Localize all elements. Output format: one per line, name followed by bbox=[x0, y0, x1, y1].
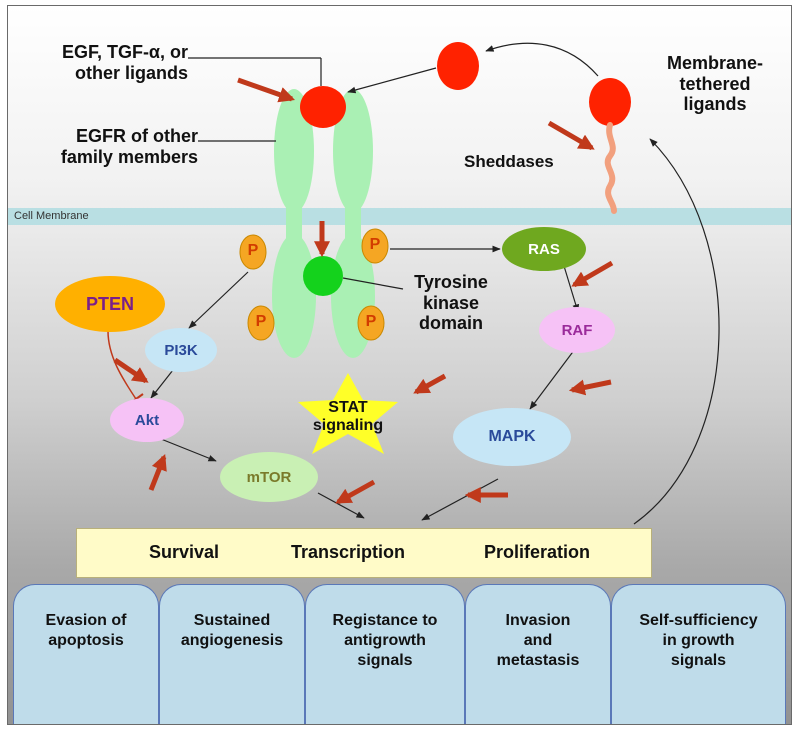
cell-membrane-label: Cell Membrane bbox=[14, 210, 89, 222]
arrow-mapk-outcome bbox=[421, 478, 499, 521]
pathway-diagram bbox=[107, 42, 720, 525]
arrow-ras-raf bbox=[563, 265, 580, 313]
arrow-free-to-bound bbox=[347, 67, 437, 94]
hallmark-label: Invasion and metastasis bbox=[496, 612, 580, 669]
sheddases-label: Sheddases bbox=[464, 152, 554, 171]
mapk-node: MAPK bbox=[453, 408, 571, 466]
outcome-transcription: Transcription bbox=[291, 542, 406, 562]
tethered-ligand bbox=[589, 78, 631, 126]
line-kinase-label bbox=[342, 277, 404, 290]
pi3k-node: PI3K bbox=[145, 328, 217, 372]
arrow-tethered-to-free bbox=[485, 42, 599, 77]
outcome-survival: Survival bbox=[149, 542, 220, 562]
hallmark-label: Registance to antigrowth signals bbox=[332, 612, 438, 669]
red-arrow-mtor bbox=[335, 479, 376, 505]
egfr-label: EGFR of other family members bbox=[60, 126, 198, 167]
arrow-receptor-pi3k bbox=[188, 271, 249, 329]
red-arrow-akt bbox=[148, 454, 167, 491]
ras-node: RAS bbox=[502, 227, 586, 271]
arrow-akt-mtor bbox=[160, 438, 217, 462]
membrane-tethered-label: Membrane- tethered ligands bbox=[666, 53, 764, 115]
raf-node: RAF bbox=[539, 307, 615, 353]
red-arrows bbox=[113, 77, 614, 505]
phospho-label-1: P bbox=[247, 242, 259, 259]
arrow-raf-mapk bbox=[529, 348, 576, 410]
hallmark-box: Invasion and metastasis bbox=[465, 584, 611, 724]
akt-node: Akt bbox=[110, 398, 184, 442]
phospho-label-3: P bbox=[255, 313, 267, 330]
ligands-label: EGF, TGF-α, or other ligands bbox=[61, 42, 188, 83]
phospho-label-2: P bbox=[369, 236, 381, 253]
red-arrow-pi3k bbox=[113, 357, 149, 384]
pten-node: PTEN bbox=[55, 276, 165, 332]
receptor-right-upper bbox=[333, 89, 373, 213]
tyrosine-kinase-circle bbox=[303, 256, 343, 296]
arrow-pi3k-akt bbox=[150, 369, 174, 399]
red-arrow-ras bbox=[571, 260, 614, 288]
arrow-feedback bbox=[633, 138, 720, 525]
stat-star bbox=[298, 373, 398, 454]
bound-ligand bbox=[300, 86, 346, 128]
hallmark-label: Sustained angiogenesis bbox=[180, 612, 284, 649]
receptor-right-stalk bbox=[345, 201, 361, 243]
receptor-left-stalk bbox=[286, 201, 302, 243]
mtor-node: mTOR bbox=[220, 452, 318, 502]
outcomes-bar: Survival Transcription Proliferation bbox=[76, 528, 652, 578]
phospho-1 bbox=[239, 234, 267, 270]
hallmark-box: Sustained angiogenesis bbox=[159, 584, 305, 724]
tether-stalk bbox=[604, 122, 617, 214]
free-ligand bbox=[437, 42, 479, 90]
hallmark-label: Self-sufficiency in growth signals bbox=[639, 612, 758, 669]
receptor-left-upper bbox=[274, 89, 314, 213]
phospho-label-4: P bbox=[365, 313, 377, 330]
diagram-frame: Cell Membrane bbox=[7, 5, 792, 725]
phospho-4 bbox=[357, 305, 385, 341]
phospho-3 bbox=[247, 305, 275, 341]
red-arrow-stat bbox=[413, 373, 447, 395]
cell-membrane: Cell Membrane bbox=[8, 208, 791, 225]
hallmark-box: Self-sufficiency in growth signals bbox=[611, 584, 786, 724]
red-arrow-mapk bbox=[568, 379, 612, 396]
outcome-proliferation: Proliferation bbox=[484, 542, 591, 562]
arrow-mtor-outcome bbox=[317, 492, 365, 519]
red-arrow-ligand bbox=[237, 77, 296, 103]
hallmark-box: Evasion of apoptosis bbox=[13, 584, 159, 724]
red-arrow-sheddase bbox=[547, 120, 595, 151]
stat-label: STAT signaling bbox=[312, 399, 384, 435]
phospho-2 bbox=[361, 228, 389, 264]
phospho-groups bbox=[239, 228, 389, 341]
hallmark-label: Evasion of apoptosis bbox=[45, 612, 127, 649]
receptor-left-lower bbox=[272, 234, 316, 358]
pathway-arrows bbox=[150, 42, 720, 525]
tyrosine-kinase-label: Tyrosine kinase domain bbox=[414, 272, 488, 334]
hallmark-box: Registance to antigrowth signals bbox=[305, 584, 465, 724]
